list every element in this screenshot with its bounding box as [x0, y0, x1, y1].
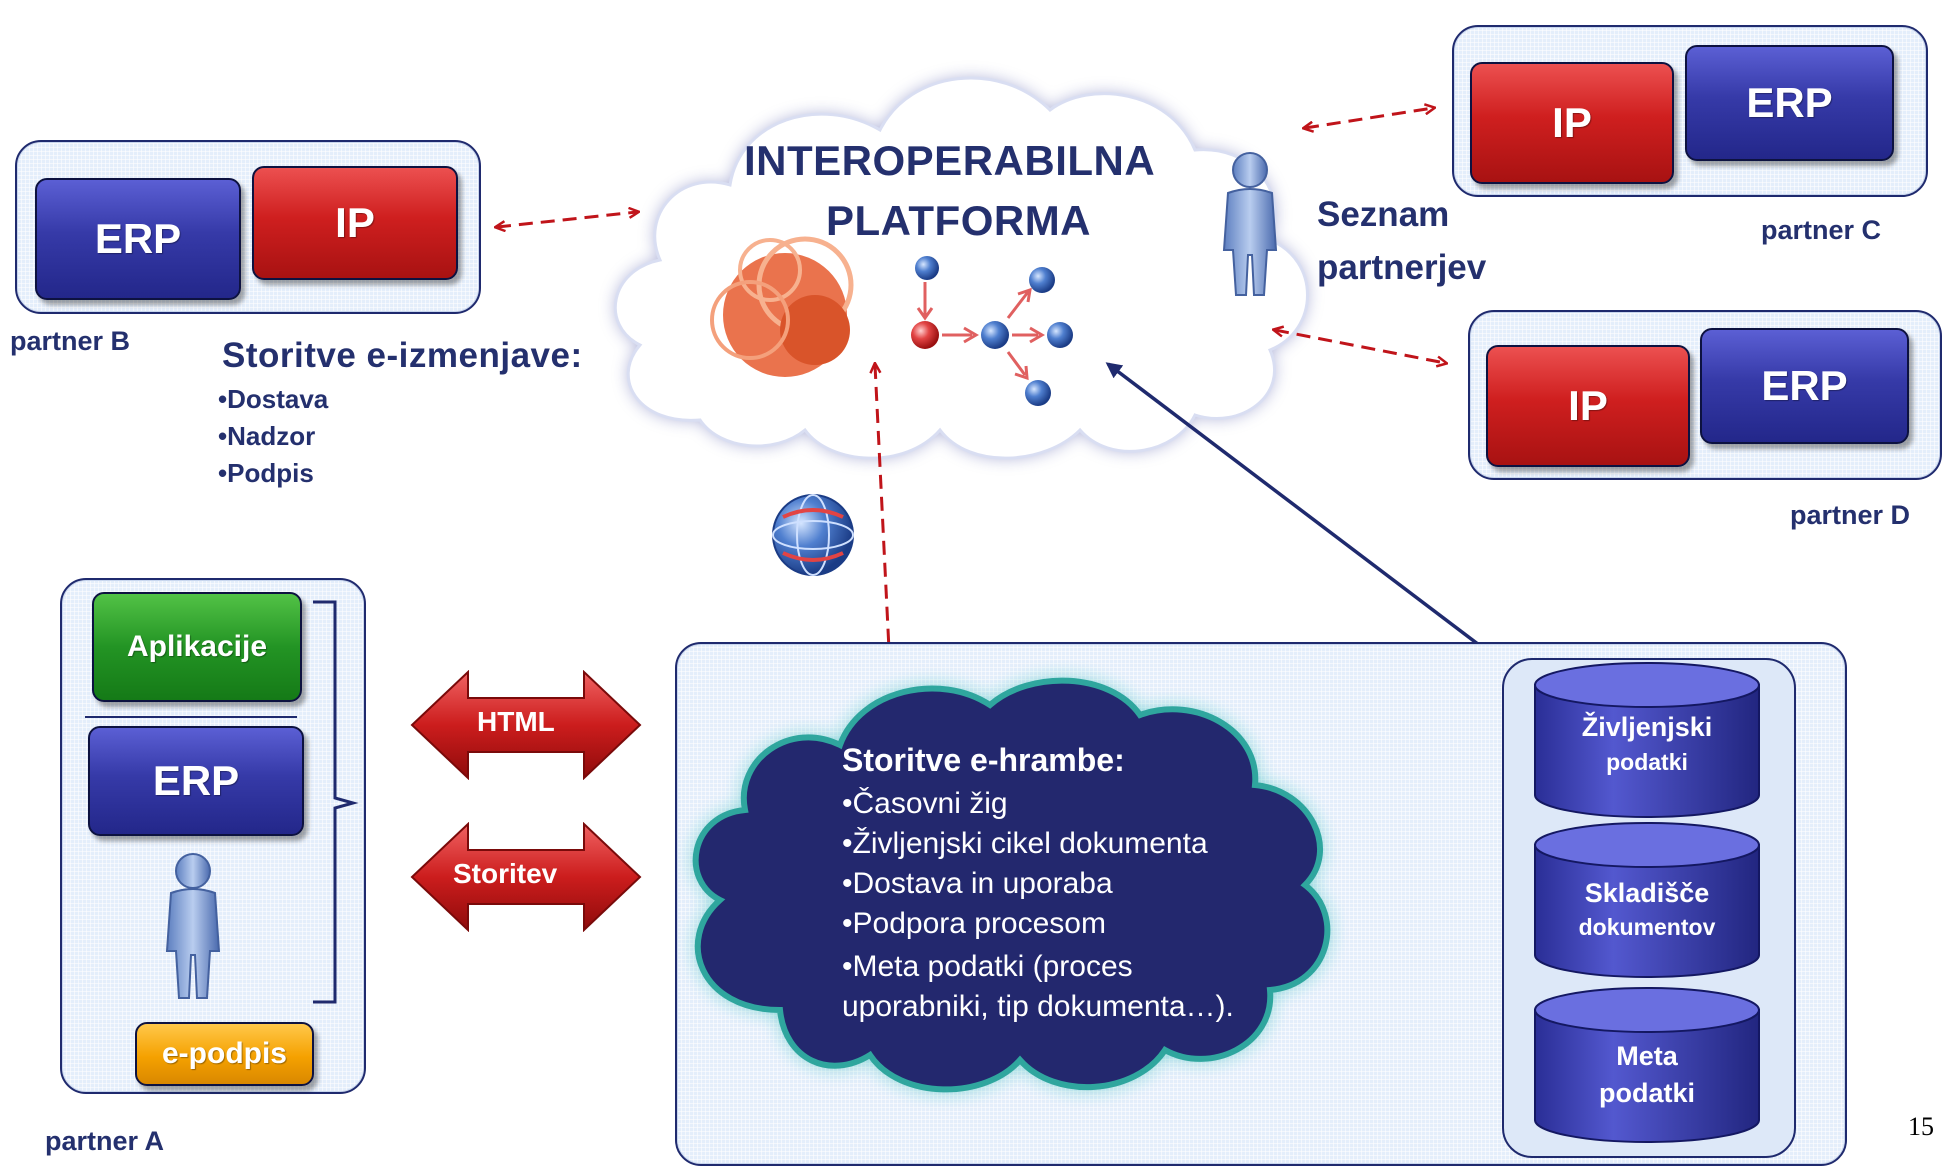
lifecycle-data-label-2: podatki	[1606, 749, 1688, 775]
partner-a-erp-box[interactable]: ERP	[88, 726, 304, 836]
service-double-arrow[interactable]	[410, 822, 642, 932]
arrow-partner-c	[1305, 108, 1433, 128]
partner-a-person-icon	[165, 853, 221, 999]
archive-service-item: •Meta podatki (proces	[842, 950, 1133, 983]
apps-box[interactable]: Aplikacije	[92, 592, 302, 702]
exchange-services-title: Storitve e-izmenjave:	[222, 336, 583, 375]
archive-service-item: uporabniki, tip dokumenta…).	[842, 990, 1234, 1023]
platform-title-line1: INTEROPERABILNA	[744, 137, 1156, 184]
archive-service-item: •Podpora procesom	[842, 907, 1106, 940]
metadata-label-2: podatki	[1598, 1078, 1695, 1108]
arrow-partner-b	[497, 212, 637, 227]
metadata-label-1: Meta	[1616, 1041, 1678, 1071]
bracket	[313, 600, 359, 1004]
partner-b-label: partner B	[10, 326, 131, 356]
archive-service-item: •Dostava in uporaba	[842, 867, 1113, 900]
network-spheres-icon	[911, 256, 1073, 406]
lifecycle-data-cylinder	[1534, 662, 1760, 818]
partner-d-ip-box[interactable]: IP	[1486, 345, 1690, 467]
document-storage-cylinder	[1534, 822, 1760, 978]
archive-cloud	[692, 677, 1331, 1093]
partner-b-erp-box[interactable]: ERP	[35, 178, 241, 300]
arrow-archive	[875, 365, 890, 670]
partner-a-label: partner A	[45, 1126, 165, 1156]
partner-c-ip-box[interactable]: IP	[1470, 62, 1674, 184]
archive-service-item: •Časovni žig	[842, 787, 1008, 820]
arrow-storage	[1105, 362, 1498, 659]
archive-service-item: •Življenjski cikel dokumenta	[842, 827, 1208, 860]
page-number: 15	[1908, 1112, 1934, 1141]
metadata-cylinder	[1534, 987, 1760, 1143]
storage-cylinders	[1534, 662, 1760, 1143]
html-double-arrow[interactable]	[410, 670, 642, 780]
archive-services-title: Storitve e-hrambe:	[842, 742, 1125, 778]
partner-d-erp-box[interactable]: ERP	[1700, 328, 1909, 444]
arrow-partner-d	[1275, 330, 1445, 363]
document-storage-label-1: Skladišče	[1584, 878, 1710, 908]
exchange-service-item: •Podpis	[218, 458, 314, 488]
orange-circles-icon	[710, 236, 854, 377]
directory-label-line1: Seznam	[1317, 195, 1450, 234]
globe-icon	[772, 494, 854, 576]
esign-box[interactable]: e-podpis	[135, 1022, 314, 1086]
service-arrow-label: Storitev	[453, 858, 558, 889]
platform-title-line2: PLATFORMA	[826, 197, 1092, 244]
person-icon	[1222, 152, 1278, 296]
partner-b-ip-box[interactable]: IP	[252, 166, 458, 280]
directory-label-line2: partnerjev	[1317, 248, 1487, 287]
partner-c-label: partner C	[1761, 215, 1882, 245]
partner-c-erp-box[interactable]: ERP	[1685, 45, 1894, 161]
partner-d-label: partner D	[1790, 500, 1911, 530]
platform-cloud	[613, 76, 1309, 460]
lifecycle-data-label-1: Življenjski	[1581, 712, 1713, 742]
separator-line	[85, 716, 297, 718]
exchange-service-item: •Nadzor	[218, 421, 316, 451]
html-arrow-label: HTML	[477, 706, 555, 737]
document-storage-label-2: dokumentov	[1578, 914, 1716, 940]
exchange-service-item: •Dostava	[218, 384, 329, 414]
